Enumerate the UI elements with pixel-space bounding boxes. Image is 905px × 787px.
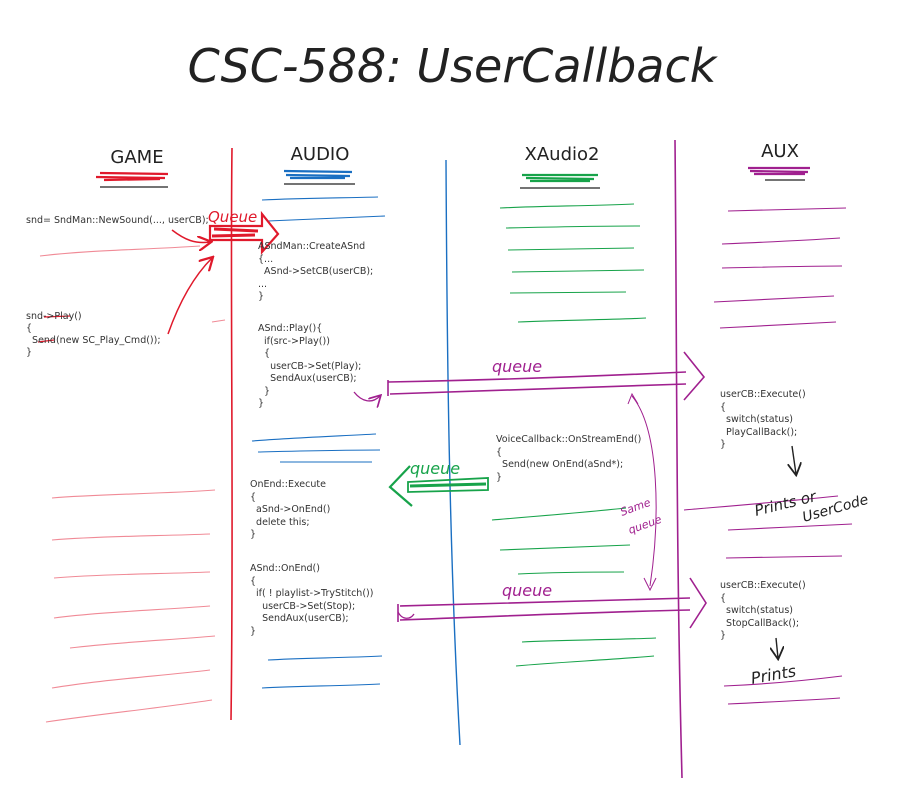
same-queue-label-1: Same [619, 496, 653, 519]
aux-execute-stop-code: userCB::Execute() { switch(status) StopC… [720, 580, 806, 641]
same-queue-label-2: queue [627, 513, 664, 537]
aux-placeholder-lines [683, 207, 853, 705]
queue-arrow-top [353, 351, 706, 401]
game-brace-close: } [26, 347, 33, 358]
xaudio-stream-end-code: VoiceCallback::OnStreamEnd() { Send(new … [496, 434, 642, 483]
xaudio-placeholder-lines [491, 203, 657, 667]
aux-execute-play-code: userCB::Execute() { switch(status) PlayC… [720, 389, 806, 450]
same-queue-curve [631, 395, 657, 587]
game-new-sound-code: snd= SndMan::NewSound(..., userCB); [26, 215, 209, 226]
prints-arrow-1 [792, 445, 796, 474]
audio-placeholder-lines [251, 196, 386, 689]
game-play-code: snd->Play() [26, 311, 82, 322]
strike-send [37, 339, 55, 343]
divider-xaudio-aux [674, 139, 683, 779]
lane-header-aux: AUX [761, 141, 799, 162]
queue-arrow-green [388, 465, 489, 507]
game-send-code: Send(new SC_Play_Cmd()); [26, 335, 161, 346]
audio-asnd-on-end-code: ASnd::OnEnd() { if( ! playlist->TryStitc… [250, 563, 374, 637]
queue-arrow-red [167, 210, 280, 335]
prints-label: Prints [749, 661, 797, 688]
divider-audio-xaudio [445, 159, 461, 746]
game-brace-open: { [26, 323, 33, 334]
diagram-title: CSC-588: UserCallback [188, 39, 719, 93]
game-placeholder-lines [39, 245, 226, 723]
queue-label-bottom: queue [502, 581, 552, 600]
lane-header-game: GAME [110, 147, 163, 168]
strike-play [43, 315, 71, 318]
header-underlines [95, 166, 810, 189]
audio-on-end-execute-code: OnEnd::Execute { aSnd->OnEnd() delete th… [250, 479, 331, 540]
queue-label-top: queue [492, 357, 542, 376]
queue-label-green: queue [410, 459, 460, 478]
queue-arrow-bottom [397, 577, 707, 629]
audio-play-code: ASnd::Play(){ if(src->Play()) { userCB->… [258, 323, 362, 409]
lane-header-audio: AUDIO [291, 144, 350, 165]
divider-game-audio [230, 147, 233, 721]
lane-header-xaudio: XAudio2 [525, 144, 600, 165]
audio-create-snd-code: ASndMan::CreateASnd {... ASnd->SetCB(use… [258, 241, 374, 302]
queue-label-red: Queue [208, 208, 257, 226]
prints-arrow-2 [776, 637, 778, 658]
